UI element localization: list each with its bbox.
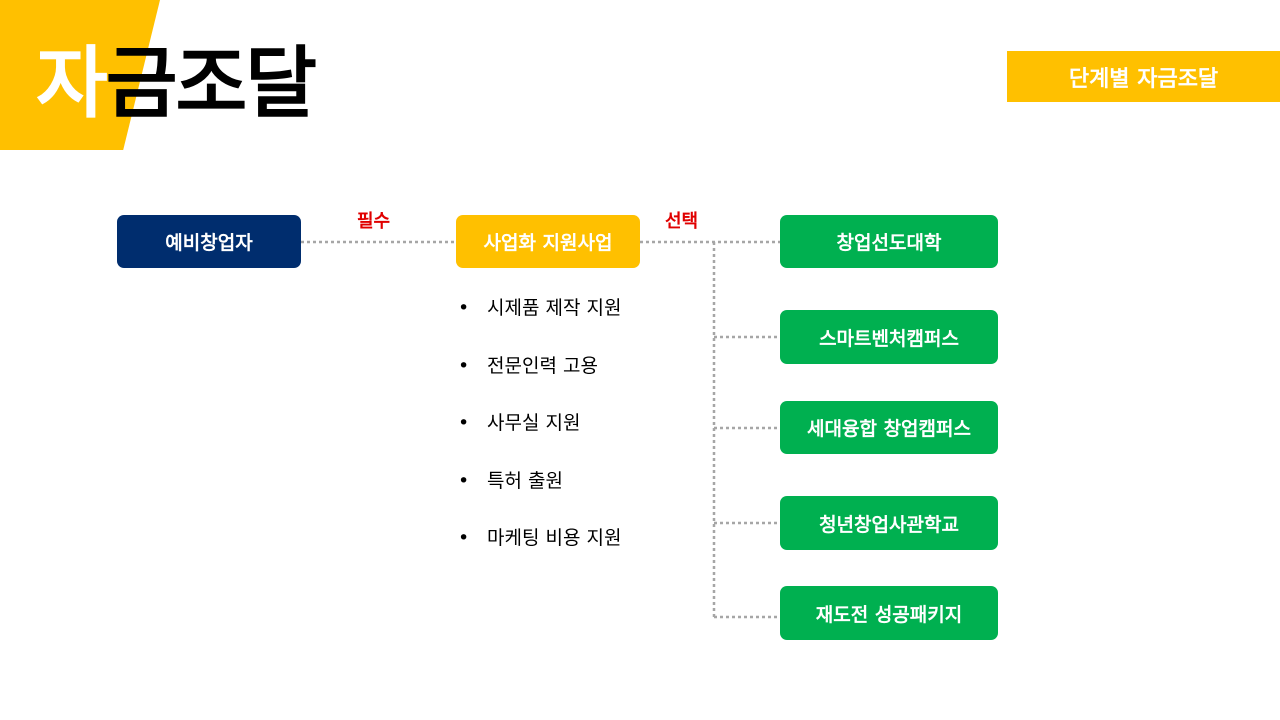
program-node-3: 세대융합 창업캠퍼스 [780,401,998,454]
support-item-list: • 시제품 제작 지원 • 전문인력 고용 • 사무실 지원 • 특허 출원 • 마케팅 … [458,290,621,578]
start-node: 예비창업자 [117,215,301,268]
support-item-label: 마케팅 비용 지원 [487,527,622,549]
bullet-dot-icon: • [458,297,470,319]
page-title-rest: 금조달 [105,39,317,129]
support-item: • 특허 출원 [458,463,621,521]
bullet-dot-icon: • [458,469,470,492]
support-item-label: 전문인력 고용 [487,354,598,377]
edge-label-optional: 선택 [665,211,699,232]
program-node-1: 창업선도대학 [780,215,998,268]
section-tag: 단계별 자금조달 [1007,51,1280,102]
program-node-5: 재도전 성공패키지 [780,586,998,640]
support-item: • 전문인력 고용 [458,348,621,406]
support-item: • 마케팅 비용 지원 [458,520,621,578]
support-item-label: 특허 출원 [487,469,563,492]
support-item-label: 사무실 지원 [487,412,581,434]
page-title: 자금조달 [36,34,317,134]
support-item: • 사무실 지원 [458,405,621,463]
program-node-2: 스마트벤처캠퍼스 [780,310,998,364]
bullet-dot-icon: • [458,412,470,434]
support-item: • 시제품 제작 지원 [458,290,621,348]
page-title-first-char: 자 [36,39,108,129]
bullet-dot-icon: • [458,527,470,549]
bullet-dot-icon: • [458,354,470,377]
support-item-label: 시제품 제작 지원 [487,297,622,319]
middle-node: 사업화 지원사업 [456,215,640,268]
edge-label-required: 필수 [357,211,391,232]
program-node-4: 청년창업사관학교 [780,496,998,550]
